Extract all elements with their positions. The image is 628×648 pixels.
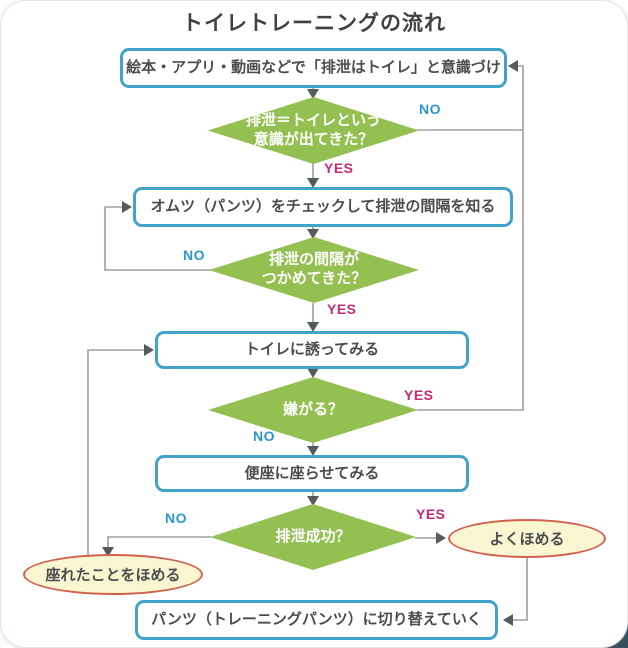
label-yes-success: YES: [416, 506, 446, 522]
connector-ellipse-to-box5: [503, 557, 528, 626]
connector-d2-no-loop: [104, 201, 212, 271]
label-no-refuse: NO: [253, 428, 275, 444]
praise-sitting-ellipse: 座れたことをほめる: [23, 554, 203, 595]
label-no-awareness: NO: [419, 101, 441, 117]
label-no-success: NO: [165, 510, 187, 526]
connector-d1-yes-to-box2: [307, 163, 319, 188]
check-diaper-box: オムツ（パンツ）をチェックして排泄の間隔を知る: [133, 187, 513, 227]
switch-pants-box: パンツ（トレーニングパンツ）に切り替えていく: [135, 600, 498, 640]
connector-d2-yes-to-box3: [307, 303, 319, 332]
invite-toilet-box: トイレに誘ってみる: [155, 331, 469, 369]
label-yes-awareness: YES: [324, 160, 354, 176]
page-title: トイレトレーニングの流れ: [182, 12, 446, 35]
awareness-box: 絵本・アプリ・動画などで「排泄はトイレ」と意識づけ: [120, 48, 507, 88]
connector-ellipse-to-box3: [87, 344, 154, 555]
label-yes-refuse: YES: [404, 387, 434, 403]
label-no-interval: NO: [183, 247, 205, 263]
label-yes-interval: YES: [327, 301, 357, 317]
connector-d3-no-to-box4: [307, 443, 319, 456]
connector-box4-to-d4: [307, 490, 319, 506]
sit-on-seat-box: 便座に座らせてみる: [155, 455, 469, 492]
connector-d4-no-to-ellipse: [102, 536, 211, 557]
connector-d4-yes-to-ellipse: [415, 532, 446, 544]
connector-box2-to-d2: [307, 226, 319, 239]
connector-d3-yes-loop: [417, 60, 524, 411]
praise-well-ellipse: よくほめる: [448, 519, 606, 558]
